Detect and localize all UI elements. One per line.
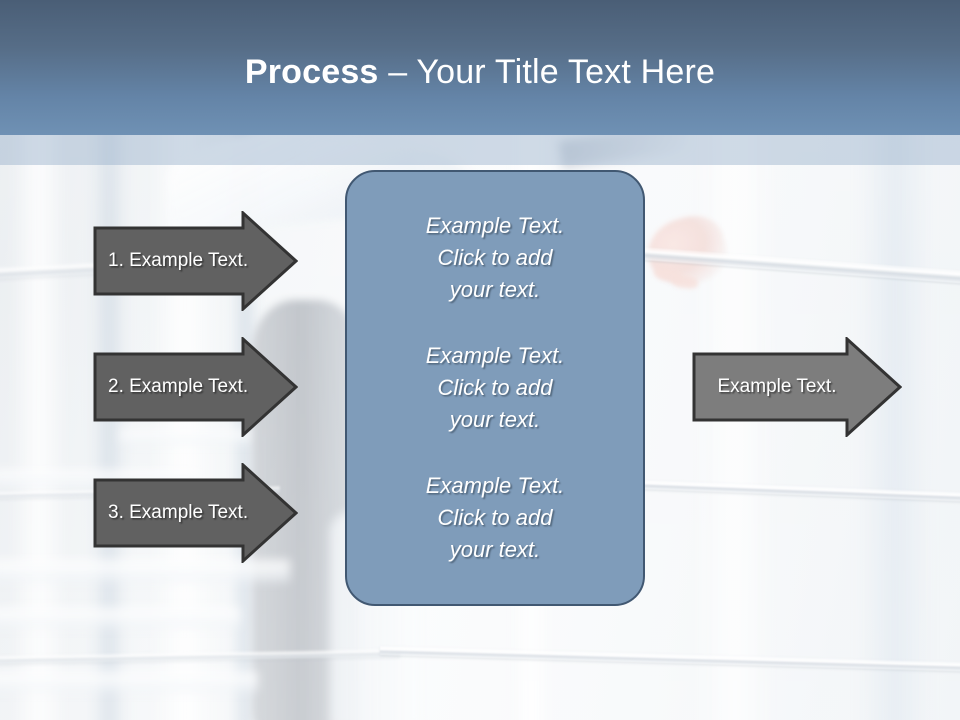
background-shelf	[0, 608, 240, 628]
background-shelf	[0, 672, 258, 692]
process-arrow-3[interactable]: 3. Example Text.	[93, 463, 298, 563]
background-shelf	[0, 560, 290, 582]
center-paragraph-2: Example Text. Click to add your text.	[425, 343, 565, 432]
arrow-right-shape-icon	[93, 211, 298, 311]
center-paragraph-1: Example Text. Click to add your text.	[425, 213, 565, 302]
header-accent-band	[0, 135, 960, 165]
arrow-right-shape-icon	[692, 337, 902, 437]
slide-title: Process – Your Title Text Here	[0, 52, 960, 92]
center-content-box[interactable]: Example Text. Click to add your text. Ex…	[345, 170, 645, 606]
arrow-right-shape-icon	[93, 463, 298, 563]
process-arrow-2[interactable]: 2. Example Text.	[93, 337, 298, 437]
process-arrow-1-label: 1. Example Text.	[108, 250, 249, 271]
process-output-arrow-label: Example Text.	[717, 376, 837, 397]
process-arrow-3-label: 3. Example Text.	[108, 502, 249, 523]
center-paragraph-3: Example Text. Click to add your text.	[425, 473, 565, 562]
title-bar: Process – Your Title Text Here	[0, 0, 960, 135]
process-arrow-1[interactable]: 1. Example Text.	[93, 211, 298, 311]
slide-title-bold: Process	[244, 53, 379, 91]
arrow-right-shape-icon	[93, 337, 298, 437]
process-output-arrow[interactable]: Example Text.	[692, 337, 902, 437]
slide-title-rest: – Your Title Text Here	[378, 53, 716, 91]
process-arrow-2-label: 2. Example Text.	[108, 376, 249, 397]
